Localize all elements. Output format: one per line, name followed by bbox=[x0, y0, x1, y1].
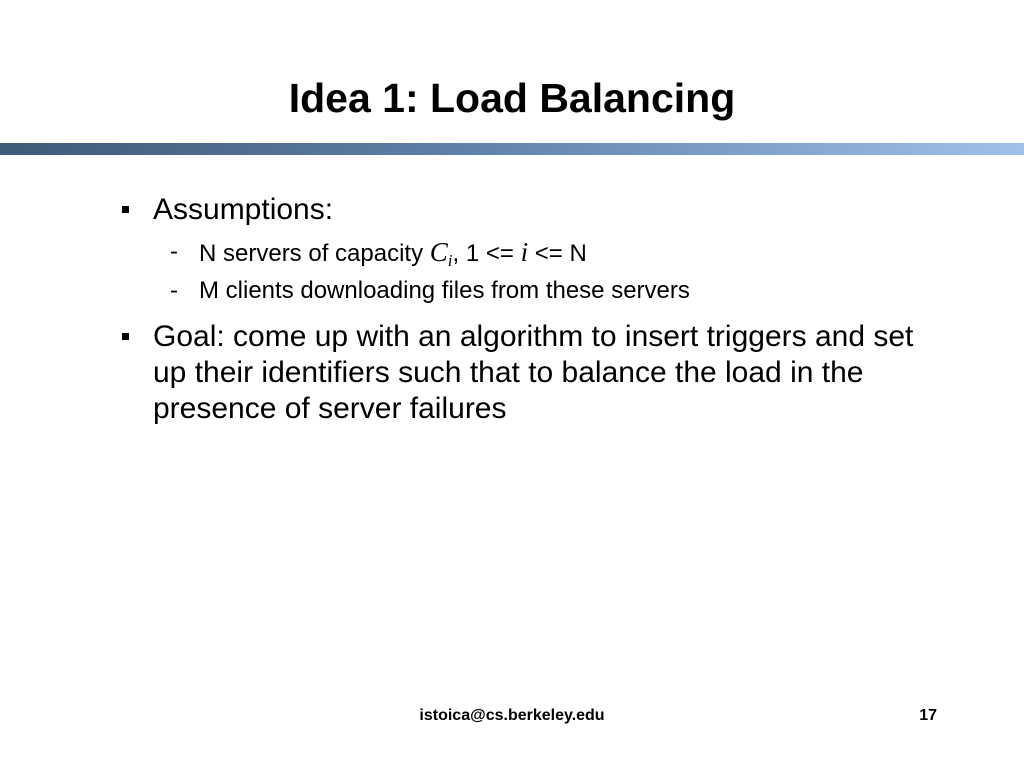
subitem-suffix: <= N bbox=[528, 240, 587, 267]
subitem-servers: - N servers of capacity Ci, 1 <= i <= N bbox=[118, 237, 918, 269]
bullet-assumptions: Assumptions: bbox=[118, 192, 918, 228]
subitem-middle: , 1 <= bbox=[452, 240, 521, 267]
subitem-clients: - M clients downloading files from these… bbox=[118, 276, 918, 306]
math-subscript: i bbox=[447, 251, 453, 270]
math-index: i bbox=[520, 237, 529, 267]
dash-marker: - bbox=[170, 238, 178, 265]
dash-marker: - bbox=[170, 277, 178, 304]
subitem-prefix: N servers of capacity bbox=[199, 240, 430, 267]
bullet-marker bbox=[122, 333, 129, 340]
math-capacity: Ci bbox=[429, 237, 453, 270]
slide-content: Assumptions: - N servers of capacity Ci,… bbox=[118, 192, 918, 427]
bullet-goal: Goal: come up with an algorithm to inser… bbox=[118, 319, 918, 427]
bullet-text: Goal: come up with an algorithm to inser… bbox=[153, 320, 914, 425]
subitem-text: M clients downloading files from these s… bbox=[199, 277, 690, 304]
bullet-text: Assumptions: bbox=[153, 193, 334, 226]
slide-title: Idea 1: Load Balancing bbox=[288, 75, 736, 121]
footer-email: istoica@cs.berkeley.edu bbox=[419, 707, 605, 724]
page-number: 17 bbox=[919, 707, 937, 724]
math-var: C bbox=[429, 237, 448, 267]
bullet-marker bbox=[122, 206, 129, 213]
title-rule bbox=[0, 143, 1024, 155]
